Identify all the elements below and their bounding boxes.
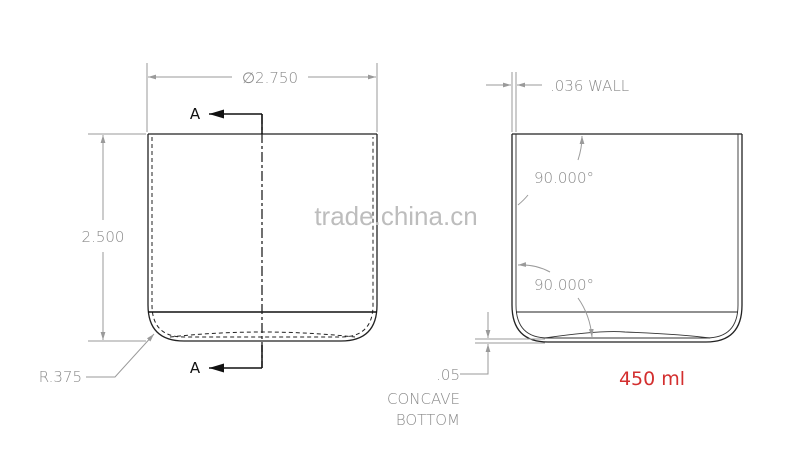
watermark: trade.china.cn (314, 201, 477, 231)
diameter-label: ∅2.750 (242, 69, 298, 87)
angle-bottom-label: 90.000° (534, 276, 594, 294)
section-inner-wall (515, 134, 739, 339)
concave-value: .05 (436, 366, 460, 384)
front-view: ∅2.750 2.500 A A R.375 (39, 63, 378, 386)
diameter-dimension: ∅2.750 (146, 63, 378, 132)
section-view: .036 WALL 90.000° 90.000° .05 CONCAVE BO… (387, 72, 743, 429)
wall-dimension: .036 WALL (486, 72, 629, 132)
wall-label: .036 WALL (550, 77, 629, 95)
height-label: 2.500 (82, 228, 125, 246)
concave-dimension: .05 CONCAVE BOTTOM (387, 312, 545, 429)
height-dimension: 2.500 (82, 133, 146, 342)
concave-label-line1: CONCAVE (387, 390, 460, 408)
radius-callout: R.375 (39, 333, 155, 386)
concave-bottom (544, 331, 711, 339)
radius-label: R.375 (39, 368, 82, 386)
inner-wall-hidden (151, 137, 374, 338)
section-label-bottom: A (190, 359, 201, 377)
section-label-top: A (190, 105, 201, 123)
angle-top-label: 90.000° (534, 169, 594, 187)
section-outer-wall (511, 133, 743, 343)
concave-label-line2: BOTTOM (396, 411, 460, 429)
volume-label: 450 ml (619, 368, 685, 390)
